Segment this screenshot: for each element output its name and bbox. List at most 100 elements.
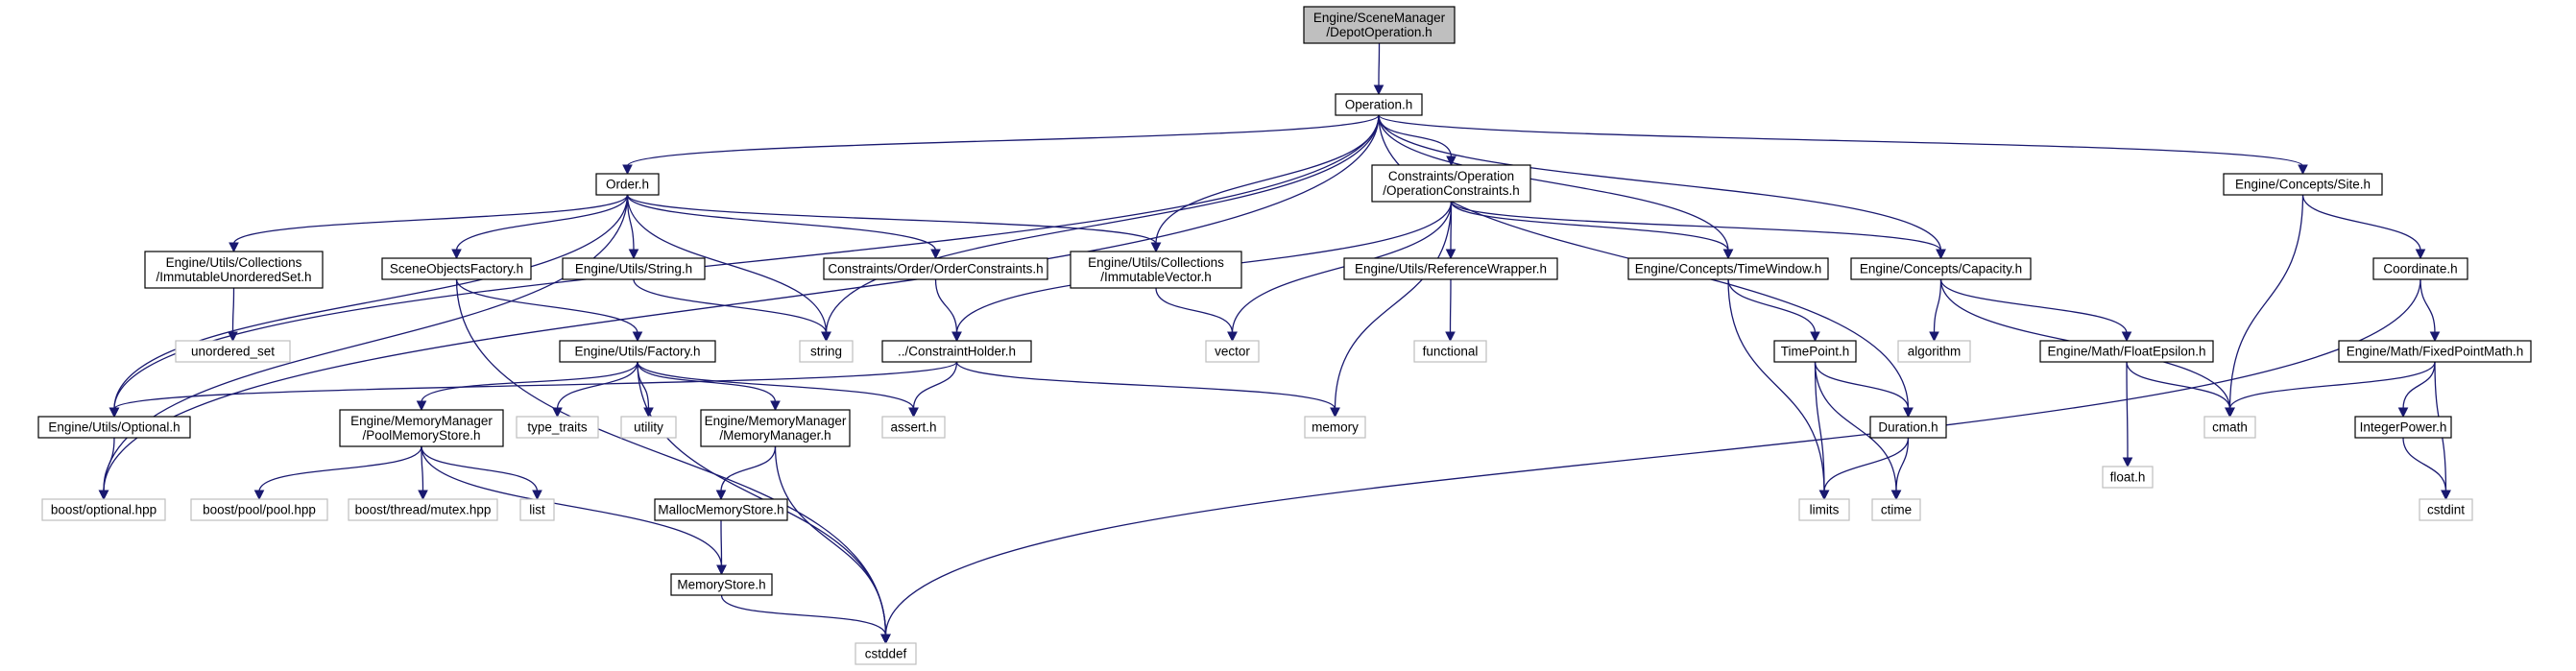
node-label: Engine/Concepts/Site.h	[2235, 178, 2371, 192]
node-label: float.h	[2110, 470, 2146, 485]
node-box	[2354, 416, 2452, 439]
node-optional-h[interactable]: Engine/Utils/Optional.h	[37, 416, 191, 439]
node-box	[881, 340, 1032, 363]
node-unorderedset-h[interactable]: Engine/Utils/Collections/ImmutableUnorde…	[144, 251, 324, 289]
node-integerpower[interactable]: IntegerPower.h	[2354, 416, 2452, 439]
edge-line	[626, 194, 937, 252]
node-list: list	[519, 498, 555, 521]
node-cmath: cmath	[2203, 416, 2256, 439]
node-box	[881, 416, 946, 439]
edge-line	[637, 361, 650, 410]
edge-operation-to-opconstraints	[1378, 114, 1457, 167]
edge-line	[1450, 201, 1729, 252]
node-opconstraints[interactable]: Constraints/Operation/OperationConstrain…	[1371, 164, 1531, 203]
node-box	[339, 409, 504, 447]
edge-order-to-optional-h	[108, 194, 629, 419]
edge-line	[1378, 42, 1381, 87]
edge-arrowhead	[2121, 331, 2132, 343]
node-coordinate[interactable]: Coordinate.h	[2372, 257, 2468, 280]
edge-arrowhead	[770, 400, 781, 412]
node-box	[2102, 466, 2154, 489]
edge-integerpower-to-cstdint	[2402, 437, 2451, 501]
node-boost-pool: boost/pool/pool.hpp	[190, 498, 328, 521]
node-timewindow[interactable]: Engine/Concepts/TimeWindow.h	[1627, 257, 1829, 280]
edge-line	[1814, 361, 1910, 410]
edge-poolstore-to-list	[421, 445, 542, 501]
node-refwrapper[interactable]: Engine/Utils/ReferenceWrapper.h	[1343, 257, 1558, 280]
node-constraintholder[interactable]: ../ConstraintHolder.h	[881, 340, 1032, 363]
node-label: /DepotOperation.h	[1326, 25, 1432, 39]
edge-arrowhead	[2225, 407, 2235, 419]
node-box	[1070, 251, 1242, 289]
edge-factory-to-type-traits	[552, 361, 638, 419]
edge-line	[1814, 361, 1825, 492]
edge-line	[2402, 361, 2436, 410]
node-mallocstore[interactable]: MallocMemoryStore.h	[654, 498, 788, 521]
node-floatepsilon[interactable]: Engine/Math/FloatEpsilon.h	[2039, 340, 2214, 363]
edge-capacity-to-algorithm	[1929, 278, 1942, 343]
edge-line	[455, 278, 887, 636]
edge-sceneobjects-to-factory	[455, 278, 643, 343]
edge-arrowhead	[1722, 249, 1734, 260]
node-boost-optional: boost/optional.hpp	[41, 498, 166, 521]
node-box	[620, 416, 677, 439]
edge-arrowhead	[228, 331, 238, 343]
node-label: Order.h	[606, 178, 649, 192]
node-label: cmath	[2212, 420, 2248, 435]
edge-line	[421, 445, 539, 492]
node-label: SceneObjectsFactory.h	[390, 262, 523, 276]
node-box	[2039, 340, 2214, 363]
edge-orderconstraints-to-constraintholder	[934, 278, 962, 343]
edge-line	[720, 445, 777, 492]
node-timepoint[interactable]: TimePoint.h	[1773, 340, 1857, 363]
edge-line	[1895, 437, 1910, 492]
node-box	[144, 251, 324, 289]
node-string-h[interactable]: Engine/Utils/String.h	[562, 257, 706, 280]
node-box	[190, 498, 328, 521]
edge-order-to-sceneobjects	[451, 194, 629, 260]
node-label: cstddef	[865, 647, 907, 661]
node-box	[1871, 498, 1921, 521]
edge-line	[1727, 278, 1817, 334]
edge-arrowhead	[1890, 490, 1902, 501]
edge-arrowhead	[1150, 242, 1162, 253]
edge-line	[1939, 278, 2128, 334]
node-label: /OperationConstraints.h	[1383, 183, 1520, 198]
node-box	[1627, 257, 1829, 280]
edge-string-h-to-string	[633, 278, 831, 343]
node-vector: vector	[1205, 340, 1260, 363]
node-memorymanager[interactable]: Engine/MemoryManager/MemoryManager.h	[700, 409, 851, 447]
edge-refwrapper-to-functional	[1445, 278, 1456, 343]
node-operation[interactable]: Operation.h	[1335, 93, 1423, 116]
node-depot[interactable]: Engine/SceneManager/DepotOperation.h	[1303, 6, 1456, 44]
edge-line	[633, 278, 828, 334]
node-sceneobjects[interactable]: SceneObjectsFactory.h	[381, 257, 532, 280]
node-label: ../ConstraintHolder.h	[898, 345, 1016, 359]
node-orderconstraints[interactable]: Constraints/Order/OrderConstraints.h	[823, 257, 1048, 280]
edge-site-to-cmath	[2225, 194, 2304, 419]
node-label: Operation.h	[1345, 98, 1413, 112]
node-factory[interactable]: Engine/Utils/Factory.h	[559, 340, 716, 363]
node-site[interactable]: Engine/Concepts/Site.h	[2223, 173, 2383, 196]
edge-timepoint-to-limits	[1814, 361, 1830, 501]
edge-fixedpoint-to-integerpower	[2397, 361, 2436, 419]
edge-line	[1378, 114, 1729, 252]
node-poolstore[interactable]: Engine/MemoryManager/PoolMemoryStore.h	[339, 409, 504, 447]
edge-line	[421, 445, 723, 567]
node-duration[interactable]: Duration.h	[1869, 416, 1947, 439]
node-box	[562, 257, 706, 280]
node-order[interactable]: Order.h	[595, 173, 660, 196]
node-box	[1343, 257, 1558, 280]
edge-coordinate-to-fixedpoint	[2420, 278, 2441, 343]
node-box	[175, 340, 291, 363]
node-capacity[interactable]: Engine/Concepts/Capacity.h	[1850, 257, 2032, 280]
node-label: unordered_set	[191, 345, 275, 359]
node-memorystore[interactable]: MemoryStore.h	[670, 573, 773, 596]
node-fixedpoint[interactable]: Engine/Math/FixedPointMath.h	[2338, 340, 2532, 363]
node-limits: limits	[1798, 498, 1850, 521]
edge-arrowhead	[1227, 331, 1238, 343]
node-immvector[interactable]: Engine/Utils/Collections/ImmutableVector…	[1070, 251, 1242, 289]
node-memory: memory	[1304, 416, 1366, 439]
node-label: Constraints/Order/OrderConstraints.h	[828, 262, 1043, 276]
edge-arrowhead	[628, 249, 639, 260]
